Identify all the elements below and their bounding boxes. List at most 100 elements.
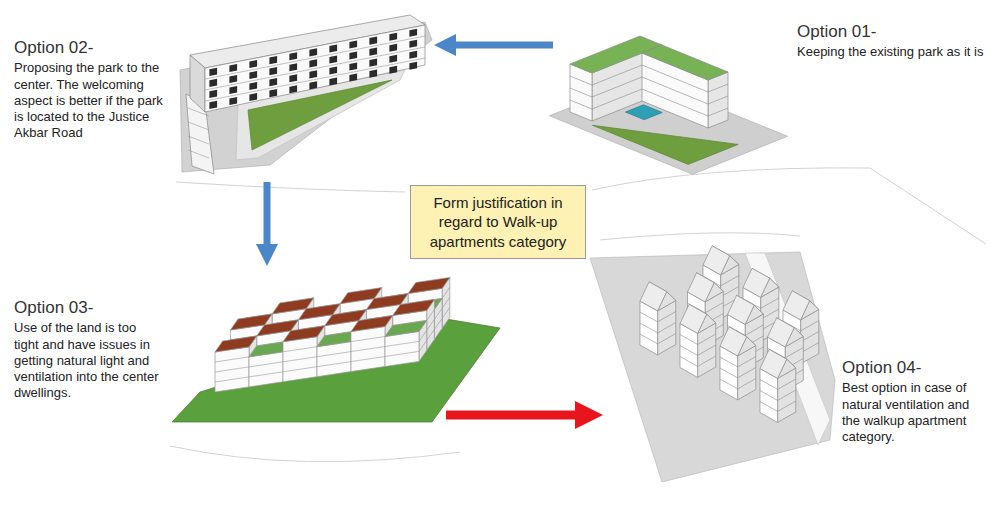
- floor-line: [642, 89, 708, 116]
- floor-line: [434, 318, 442, 329]
- roof-plane: [680, 304, 707, 333]
- option-heading: Option 03-: [14, 298, 164, 318]
- floor-line: [640, 323, 658, 333]
- floor-line: [442, 297, 450, 308]
- floor-line: [570, 88, 592, 97]
- window: [409, 62, 417, 70]
- roof-plane: [640, 282, 667, 311]
- window: [229, 97, 237, 105]
- window: [329, 44, 337, 52]
- floor-line: [215, 367, 249, 372]
- option-one-illustration: [550, 36, 788, 174]
- window: [209, 101, 217, 109]
- window: [329, 66, 337, 74]
- building-wall: [317, 342, 351, 377]
- option-node: Option 01-Keeping the existing park as i…: [555, 15, 985, 178]
- floor-line: [698, 345, 716, 355]
- roof-plane: [688, 273, 715, 302]
- floor-line: [427, 329, 435, 340]
- floor-line: [317, 362, 351, 367]
- floor-line: [658, 312, 676, 322]
- faint-site-line: [592, 168, 986, 244]
- window: [289, 74, 297, 82]
- window: [329, 77, 337, 85]
- window: [349, 74, 357, 82]
- building-wall: [570, 64, 592, 121]
- floor-line: [738, 368, 756, 378]
- roof-plane: [783, 291, 810, 320]
- option-description: Best option in case of natural ventilati…: [842, 380, 987, 445]
- floor-line: [351, 347, 385, 352]
- building-wall: [190, 55, 205, 112]
- floor-line: [680, 357, 698, 367]
- window: [229, 86, 237, 94]
- floor-line: [761, 298, 779, 308]
- window: [349, 41, 357, 49]
- window: [349, 63, 357, 71]
- floor-line: [738, 357, 756, 367]
- option-text-block: Option 01-Keeping the existing park as i…: [797, 22, 985, 61]
- faint-site-line: [170, 446, 460, 462]
- window: [269, 56, 277, 64]
- roof-plane: [760, 349, 787, 378]
- floor-line: [698, 356, 716, 366]
- window: [309, 59, 317, 67]
- option-description: Proposing the park to the center. The we…: [14, 60, 174, 141]
- flow-arrow: [454, 42, 553, 49]
- floor-line: [778, 379, 796, 389]
- window: [349, 52, 357, 60]
- floor-line: [570, 76, 592, 85]
- roof-plane: [743, 268, 770, 297]
- floor-line: [205, 58, 425, 101]
- option-node: Option 04-Best option in case of natural…: [605, 248, 985, 490]
- floor-line: [760, 380, 778, 390]
- floor-line: [760, 391, 778, 401]
- building-wall: [385, 331, 419, 366]
- window: [309, 81, 317, 89]
- floor-line: [760, 402, 778, 412]
- floor-line: [658, 323, 676, 333]
- floor-line: [249, 362, 283, 367]
- window: [369, 48, 377, 56]
- floor-line: [801, 321, 819, 331]
- flow-arrow: [264, 182, 271, 246]
- window: [389, 55, 397, 63]
- floor-line: [215, 377, 249, 382]
- floor-line: [708, 108, 728, 116]
- option-node: Option 02-Proposing the park to the cent…: [10, 15, 432, 180]
- roof: [385, 320, 427, 336]
- floor-line: [385, 341, 419, 346]
- faint-site-line: [600, 233, 800, 240]
- floor-line: [778, 390, 796, 400]
- building-wall: [205, 25, 425, 112]
- floor-line: [745, 325, 763, 335]
- floor-line: [317, 352, 351, 357]
- window: [249, 93, 257, 101]
- option-heading: Option 01-: [797, 22, 985, 42]
- window: [389, 44, 397, 52]
- roof-plane: [703, 246, 730, 275]
- floor-line: [721, 276, 739, 286]
- floor-line: [205, 47, 425, 90]
- floor-line: [785, 348, 803, 358]
- window: [269, 67, 277, 75]
- window: [309, 70, 317, 78]
- floor-line: [351, 357, 385, 362]
- window: [409, 29, 417, 37]
- site-ground: [590, 252, 835, 482]
- site-lawn: [172, 318, 500, 422]
- roof: [215, 336, 257, 352]
- floor-line: [249, 372, 283, 377]
- window: [289, 52, 297, 60]
- floor-line: [720, 379, 738, 389]
- floor-line: [708, 84, 728, 92]
- floor-line: [188, 122, 209, 130]
- floor-line: [205, 36, 425, 79]
- window: [209, 68, 217, 76]
- window: [409, 51, 417, 59]
- roof: [283, 326, 325, 342]
- option-text-block: Option 03-Use of the land is too tight a…: [14, 298, 164, 402]
- floor-line: [188, 136, 209, 144]
- window: [229, 64, 237, 72]
- roof-plane: [720, 327, 747, 356]
